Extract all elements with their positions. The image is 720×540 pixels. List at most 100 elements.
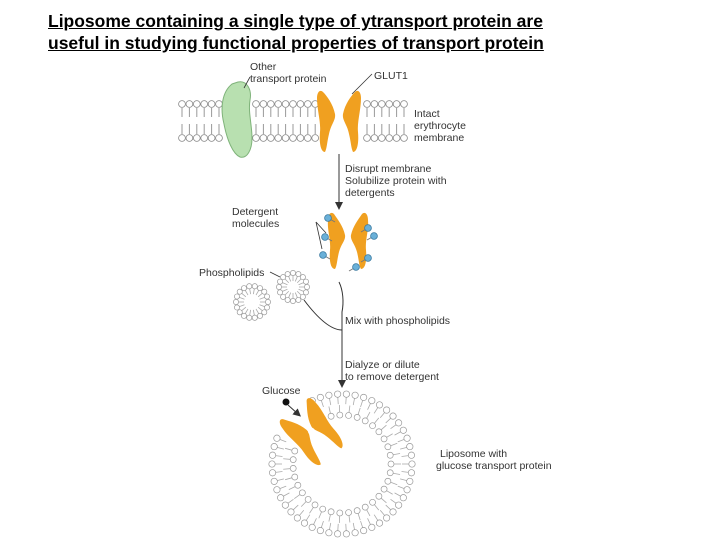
micelle-lipid-head [241,285,247,292]
label-other-protein-2: transport protein [250,73,327,85]
liposome-lipid-head [386,451,394,459]
liposome-lipid-head [300,519,309,527]
micelle-lipid-head [233,299,239,305]
liposome-lipid-head [334,530,342,538]
liposome-lipid-head [277,494,285,502]
label-glucose: Glucose [262,385,301,397]
liposome-lipid-head [361,503,369,511]
liposome-lipid-head [287,508,295,516]
liposome-lipid-head [384,477,392,485]
glucose-arrow [287,404,301,417]
liposome-lipid-head [342,390,350,398]
lipid-head [311,134,320,142]
micelle-lipid-head [302,278,309,285]
lipid-head [281,100,290,108]
liposome-lipid-head [269,469,277,477]
micelle-lipid-head [261,309,268,316]
liposome-lipid-head [294,481,302,489]
liposome-lipid-head [345,412,352,419]
liposome-lipid-head [368,397,376,405]
lipid-head [296,134,305,142]
liposome-lipid-head [389,508,397,516]
micelle-lipid-head [241,312,247,319]
detergent-head [319,251,327,259]
label-liposome-2: glucose transport protein [436,460,552,472]
liposome-lipid-head [395,419,403,427]
liposome [268,390,416,538]
liposome-lipid-head [384,443,392,451]
label-step3-2: to remove detergent [345,371,439,383]
liposome-lipid-head [407,469,415,477]
micelle-lipid-head [295,271,302,278]
liposome-lipid-head [399,494,407,502]
label-intact-3: membrane [414,132,464,144]
liposome-lipid-head [361,417,369,425]
liposome-lipid-head [304,496,312,503]
liposome-lipid-head [311,501,319,509]
lipid-head [178,134,186,142]
detergent-head [364,224,372,232]
micelle-lipid-head [234,304,240,311]
label-liposome-1: Liposome with [440,448,507,460]
liposome-lipid-head [375,492,383,500]
liposome-lipid-head [407,451,415,459]
detergent-head [364,254,372,262]
label-step2: Mix with phospholipids [345,315,450,327]
micelle-lipid-head [236,309,243,316]
lipid-head [363,100,371,108]
liposome-lipid-head [369,422,376,430]
micelle-lipid-head [261,288,268,295]
micelle-lipid-head [234,293,240,300]
lipid-head [289,100,297,108]
liposome-lipid-head [316,527,324,535]
micelle-lipid-head [277,289,284,296]
micelle-lipid-head [265,299,271,305]
lipid-head [274,100,283,108]
liposome-lipid-head [319,505,327,513]
liposome-lipid-head [336,509,344,517]
liposome-lipid-head [360,393,368,401]
micelle-lipid-head [284,296,291,303]
label-phospholipids: Phospholipids [199,267,264,279]
micelle-lipid-head [236,288,243,295]
liposome-lipid-head [291,447,299,455]
other-transport-protein [221,81,253,158]
liposome-lipid-head [351,391,359,399]
lipid-head [385,100,394,108]
lipid-head [363,134,371,142]
lipid-head [274,134,283,142]
label-step3-1: Dialyze or dilute [345,359,420,371]
liposome-lipid-head [383,406,391,414]
label-glut1: GLUT1 [374,70,408,82]
label-intact-1: Intact [414,108,440,120]
micelle-lipid-head [284,271,291,278]
liposome-lipid-head [336,411,344,419]
micelle-lipid-head [295,296,302,303]
erythrocyte-membrane [178,100,408,142]
lipid-head [178,100,186,108]
lipid-head [392,100,401,108]
process-arrows [303,154,346,388]
liposome-lipid-head [270,443,278,451]
micelle-lipid-head [264,293,270,300]
lipid-head [200,134,209,142]
slide-title: Liposome containing a single type of ytr… [48,10,688,54]
liposome-lipid-head [375,401,384,409]
lipid-head [289,134,297,142]
liposome-lipid-head [334,390,342,398]
label-intact-2: erythrocyte [414,120,466,132]
micelle-lipid-head [277,278,284,285]
micelle-lipid-head [304,284,310,290]
detergent-head [370,232,378,240]
lipid-head [400,134,408,142]
micelle-lipid-head [276,284,282,290]
lipid-head [200,100,209,108]
label-detergent-2: molecules [232,218,279,230]
micelle-lipid-head [264,304,270,311]
liposome-lipid-head [308,523,316,531]
lipid-head [370,134,379,142]
micelle-lipid-head [302,289,309,296]
label-step1-3: detergents [345,187,395,199]
lipid-head [252,134,260,142]
micelle-lipid-head [280,274,287,281]
